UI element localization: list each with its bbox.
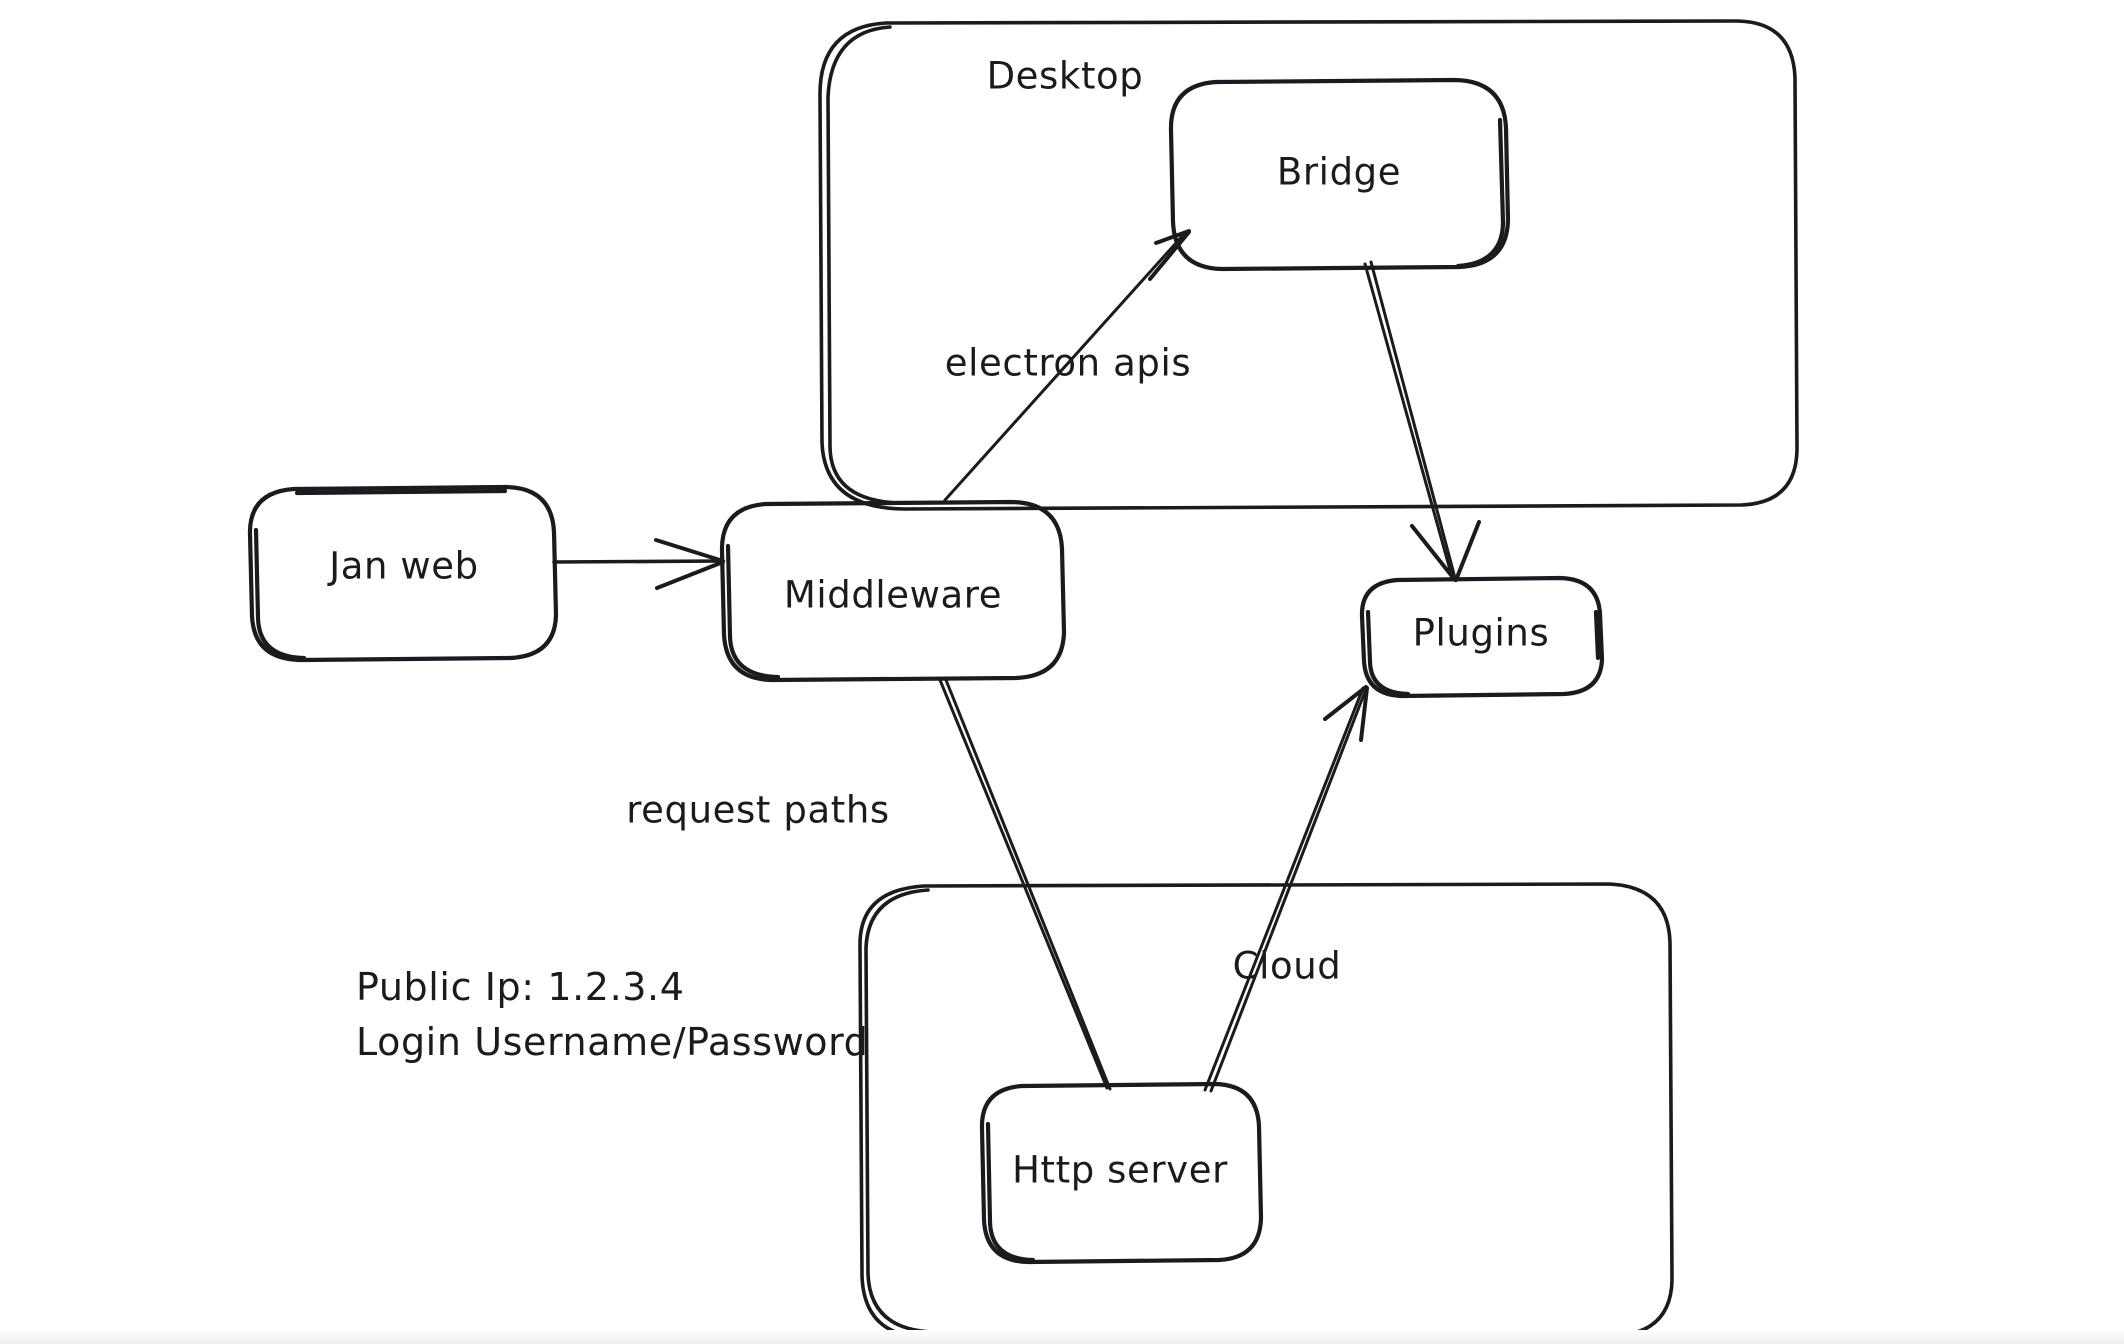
middleware-box-outline xyxy=(719,499,1067,683)
container-desktop[interactable]: Desktop xyxy=(818,19,1799,511)
arrowhead-right-bridge-plugins xyxy=(1454,520,1481,582)
desktop-container-outline xyxy=(818,19,1799,511)
edge-line-middleware-http-server-sketch xyxy=(944,678,1112,1091)
middleware-box-outline-sketch xyxy=(725,543,781,680)
container-label-desktop: Desktop xyxy=(987,55,1144,98)
edge-line-bridge-plugins-sketch xyxy=(1369,260,1457,580)
edge-label-electron-apis: electron apis xyxy=(945,342,1191,385)
plugins-box-outline xyxy=(1359,575,1605,699)
edge-line-http-server-plugins-sketch xyxy=(1209,687,1368,1093)
cloud-container-outline-sketch xyxy=(864,888,936,1334)
node-label-http-server: Http server xyxy=(1012,1149,1228,1192)
arrowhead-upper-jan-web-middleware xyxy=(654,538,725,563)
edge-line-middleware-http-server xyxy=(938,678,1109,1090)
node-label-middleware: Middleware xyxy=(784,574,1002,617)
edge-line-jan-web-middleware xyxy=(552,559,724,564)
bottom-edge-band xyxy=(0,1330,2124,1344)
container-label-cloud: Cloud xyxy=(1233,945,1342,988)
edge-middleware-to-http-server[interactable]: request paths xyxy=(626,678,1112,1091)
http-server-box-outline xyxy=(979,1081,1264,1265)
edge-http-server-to-plugins[interactable] xyxy=(1203,685,1369,1093)
node-middleware[interactable]: Middleware xyxy=(719,499,1067,683)
desktop-container-outline-sketch xyxy=(826,25,902,505)
edge-line-middleware-bridge xyxy=(943,231,1187,502)
node-bridge[interactable]: Bridge xyxy=(1168,77,1511,272)
jan-web-box-outline-sketch xyxy=(253,488,508,661)
plugins-box-outline-sketch xyxy=(1365,609,1601,697)
edge-bridge-to-plugins[interactable] xyxy=(1363,260,1481,582)
arrowhead-left-http-server-plugins xyxy=(1323,685,1368,721)
arrowhead-left-bridge-plugins xyxy=(1410,524,1457,582)
jan-web-box-outline xyxy=(247,484,559,663)
edge-jan-web-to-middleware[interactable] xyxy=(552,538,725,590)
edge-line-bridge-plugins xyxy=(1363,262,1454,579)
edge-line-http-server-plugins xyxy=(1203,686,1365,1092)
edge-label-request-paths: request paths xyxy=(626,789,890,832)
node-http-server[interactable]: Http server xyxy=(979,1081,1264,1265)
edge-middleware-to-bridge[interactable]: electron apis xyxy=(943,229,1191,502)
node-jan-web[interactable]: Jan web xyxy=(247,484,559,663)
node-label-jan-web: Jan web xyxy=(327,545,479,588)
node-label-plugins: Plugins xyxy=(1413,612,1550,655)
arrowhead-upper-middleware-bridge xyxy=(1154,229,1191,245)
node-plugins[interactable]: Plugins xyxy=(1359,575,1605,699)
arrowhead-lower-middleware-bridge xyxy=(1148,230,1191,281)
node-label-bridge: Bridge xyxy=(1277,151,1401,194)
note-login-credentials: Login Username/Password xyxy=(356,1020,868,1064)
bridge-box-outline-sketch xyxy=(1455,117,1506,269)
arrowhead-right-http-server-plugins xyxy=(1359,686,1369,742)
notes-block: Public Ip: 1.2.3.4 Login Username/Passwo… xyxy=(356,965,868,1064)
http-server-box-outline-sketch xyxy=(985,1121,1036,1263)
note-public-ip: Public Ip: 1.2.3.4 xyxy=(356,965,685,1009)
arrowhead-lower-jan-web-middleware xyxy=(655,560,725,590)
